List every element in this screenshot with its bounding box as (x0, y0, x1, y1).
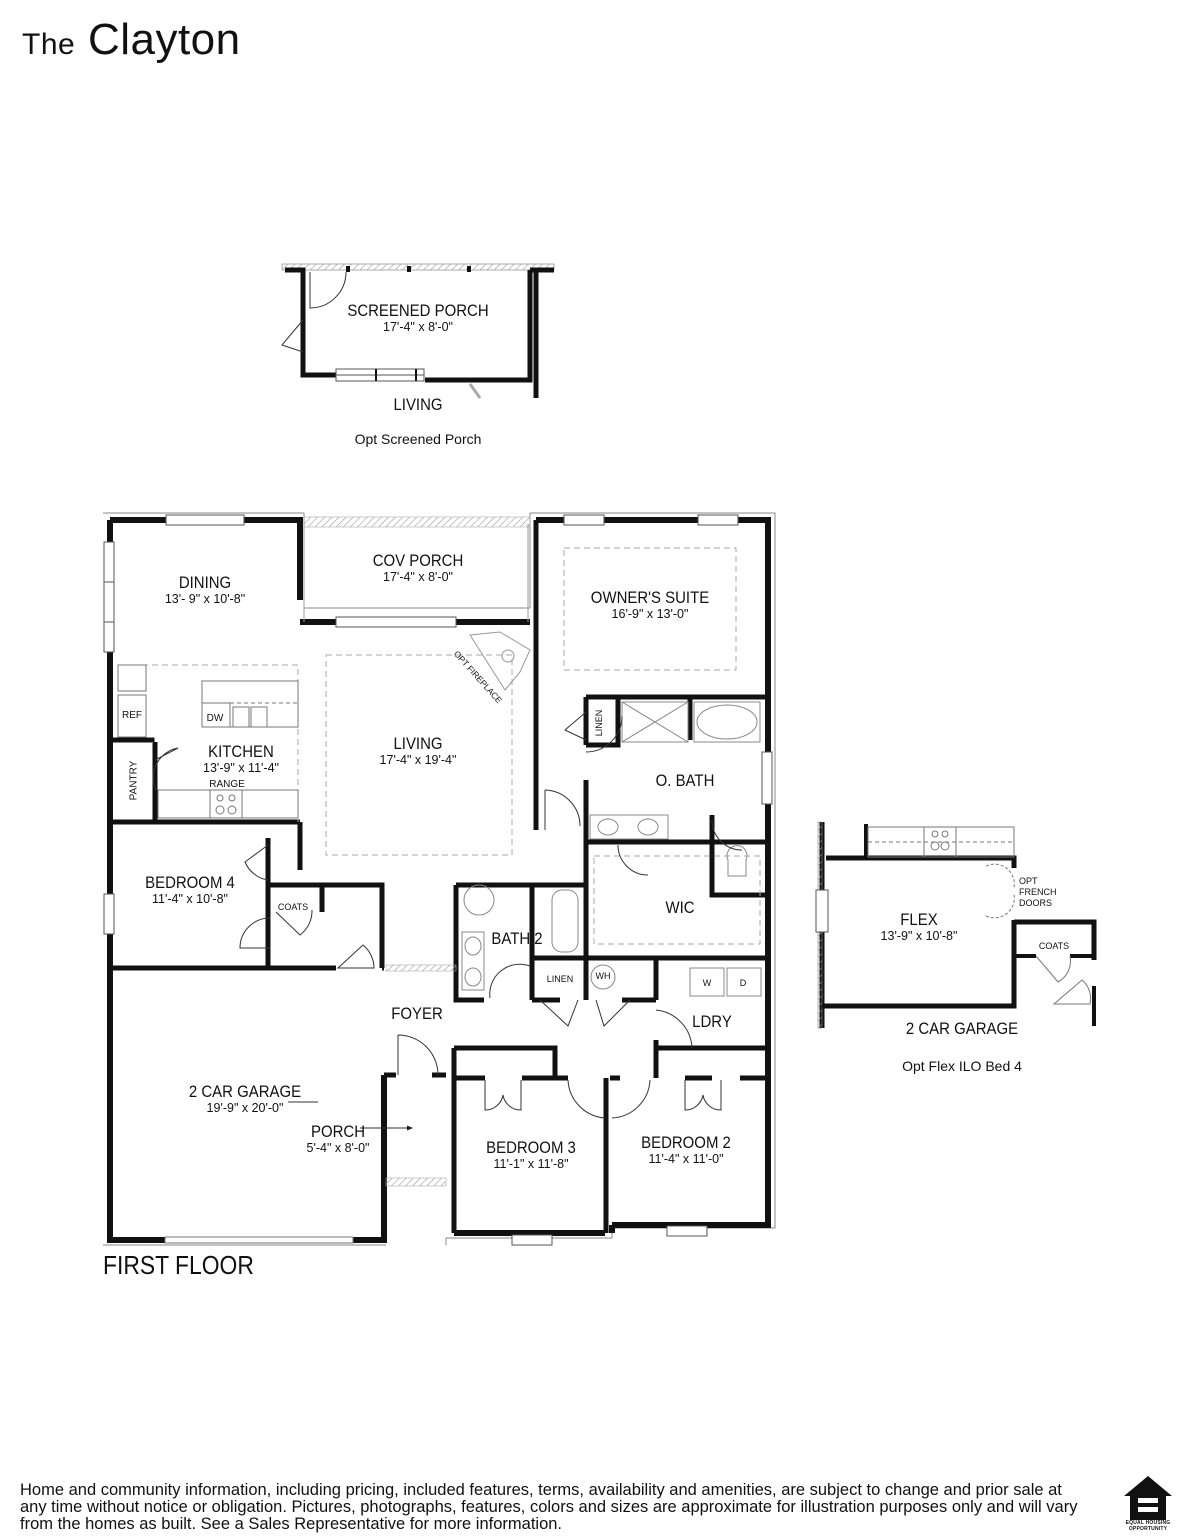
room-name: FLEX (900, 910, 938, 929)
room-dims: 16'-9" x 13'-0" (611, 607, 689, 621)
title-name: Clayton (87, 15, 241, 64)
room-name: BEDROOM 4 (145, 873, 235, 892)
fixture-dryer: D (739, 978, 747, 988)
equal-housing-text: EQUAL HOUSING OPPORTUNITY (1125, 1520, 1171, 1532)
flex-coats: COATS (1038, 941, 1070, 951)
room-dims: 11'-4" x 11'-0" (648, 1152, 724, 1166)
disclaimer-text: Home and community information, includin… (20, 1481, 1078, 1533)
room-dims: 17'-4" x 8'-0" (383, 570, 453, 584)
room-dims: 17'-4" x 19'-4" (379, 753, 457, 767)
fixture-linen-hall: LINEN (546, 974, 574, 984)
room-bedroom-2: BEDROOM 2 11'-4" x 11'-0" (635, 1133, 737, 1167)
room-living: LIVING 17'-4" x 19'-4" (379, 734, 457, 768)
room-kitchen: KITCHEN 13'-9" x 11'-4" (203, 742, 279, 776)
room-dims: 5'-4" x 8'-0" (306, 1141, 370, 1155)
room-name: BEDROOM 2 (641, 1133, 731, 1152)
first-floor-plan (103, 512, 776, 1246)
fixture-ref: REF (122, 710, 142, 721)
room-name: COV PORCH (372, 551, 464, 570)
room-wic: WIC (665, 898, 695, 917)
flex-option-plan (815, 821, 1097, 1029)
room-garage: 2 CAR GARAGE 19'-9" x 20'-0" (181, 1082, 309, 1116)
room-laundry: LDRY (692, 1012, 732, 1031)
room-owners-suite: OWNER'S SUITE 16'-9" x 13'-0" (583, 588, 718, 622)
fixture-linen-owner: LINEN (594, 709, 604, 737)
room-name: LIVING (393, 734, 443, 753)
room-foyer: FOYER (391, 1004, 443, 1023)
screened-porch-caption: Opt Screened Porch (354, 431, 482, 447)
screened-porch-option (281, 263, 555, 399)
room-porch: PORCH 5'-4" x 8'-0" (306, 1122, 370, 1156)
french-doors-line: DOORS (1019, 898, 1053, 908)
fixture-washer: W (702, 978, 712, 988)
room-flex: FLEX 13'-9" x 10'-8" (880, 910, 958, 944)
room-cov-porch: COV PORCH 17'-4" x 8'-0" (367, 551, 470, 585)
fixture-water-heater: WH (595, 971, 611, 981)
fixture-pantry: PANTRY (128, 760, 140, 801)
room-bedroom-3: BEDROOM 3 11'-1" x 11'-8" (480, 1138, 582, 1172)
fixture-range: RANGE (209, 779, 245, 790)
flex-adjacent-garage: 2 CAR GARAGE (905, 1019, 1019, 1038)
floor-label: FIRST FLOOR (103, 1250, 254, 1280)
room-bedroom-4: BEDROOM 4 11'-4" x 10'-8" (139, 873, 241, 907)
room-name: BEDROOM 3 (486, 1138, 576, 1157)
room-name: PORCH (310, 1122, 366, 1141)
room-dims: 19'-9" x 20'-0" (206, 1101, 284, 1115)
room-name: DINING (178, 573, 232, 592)
room-dining: DINING 13'- 9" x 10'-8" (164, 573, 246, 607)
room-dims: 13'-9" x 10'-8" (880, 929, 958, 943)
room-dims: 11'-1" x 11'-8" (493, 1157, 569, 1171)
fixture-dw: DW (206, 713, 224, 724)
room-dims: 13'- 9" x 10'-8" (164, 592, 246, 606)
room-name: OWNER'S SUITE (590, 588, 710, 607)
title-prefix: The (22, 28, 76, 61)
french-doors-line: FRENCH (1019, 887, 1057, 897)
room-name: KITCHEN (208, 742, 274, 761)
screened-porch-adjacent-label: LIVING (393, 395, 443, 414)
french-doors-line: OPT (1019, 876, 1038, 886)
equal-housing-icon (1124, 1476, 1172, 1520)
opt-french-doors-label: OPT FRENCH DOORS (1019, 876, 1057, 909)
room-owner-bath: O. BATH (655, 771, 715, 790)
fixture-coats: COATS (277, 902, 309, 912)
screened-porch-room-name: SCREENED PORCH (347, 301, 489, 320)
room-dims: 11'-4" x 10'-8" (152, 892, 228, 906)
flex-caption: Opt Flex ILO Bed 4 (902, 1058, 1022, 1074)
room-bath-2: BATH 2 (491, 929, 543, 948)
plan-title: The Clayton (22, 10, 241, 75)
screened-porch-room-dims: 17'-4" x 8'-0" (383, 320, 453, 334)
room-dims: 13'-9" x 11'-4" (203, 761, 279, 775)
room-name: 2 CAR GARAGE (188, 1082, 302, 1101)
